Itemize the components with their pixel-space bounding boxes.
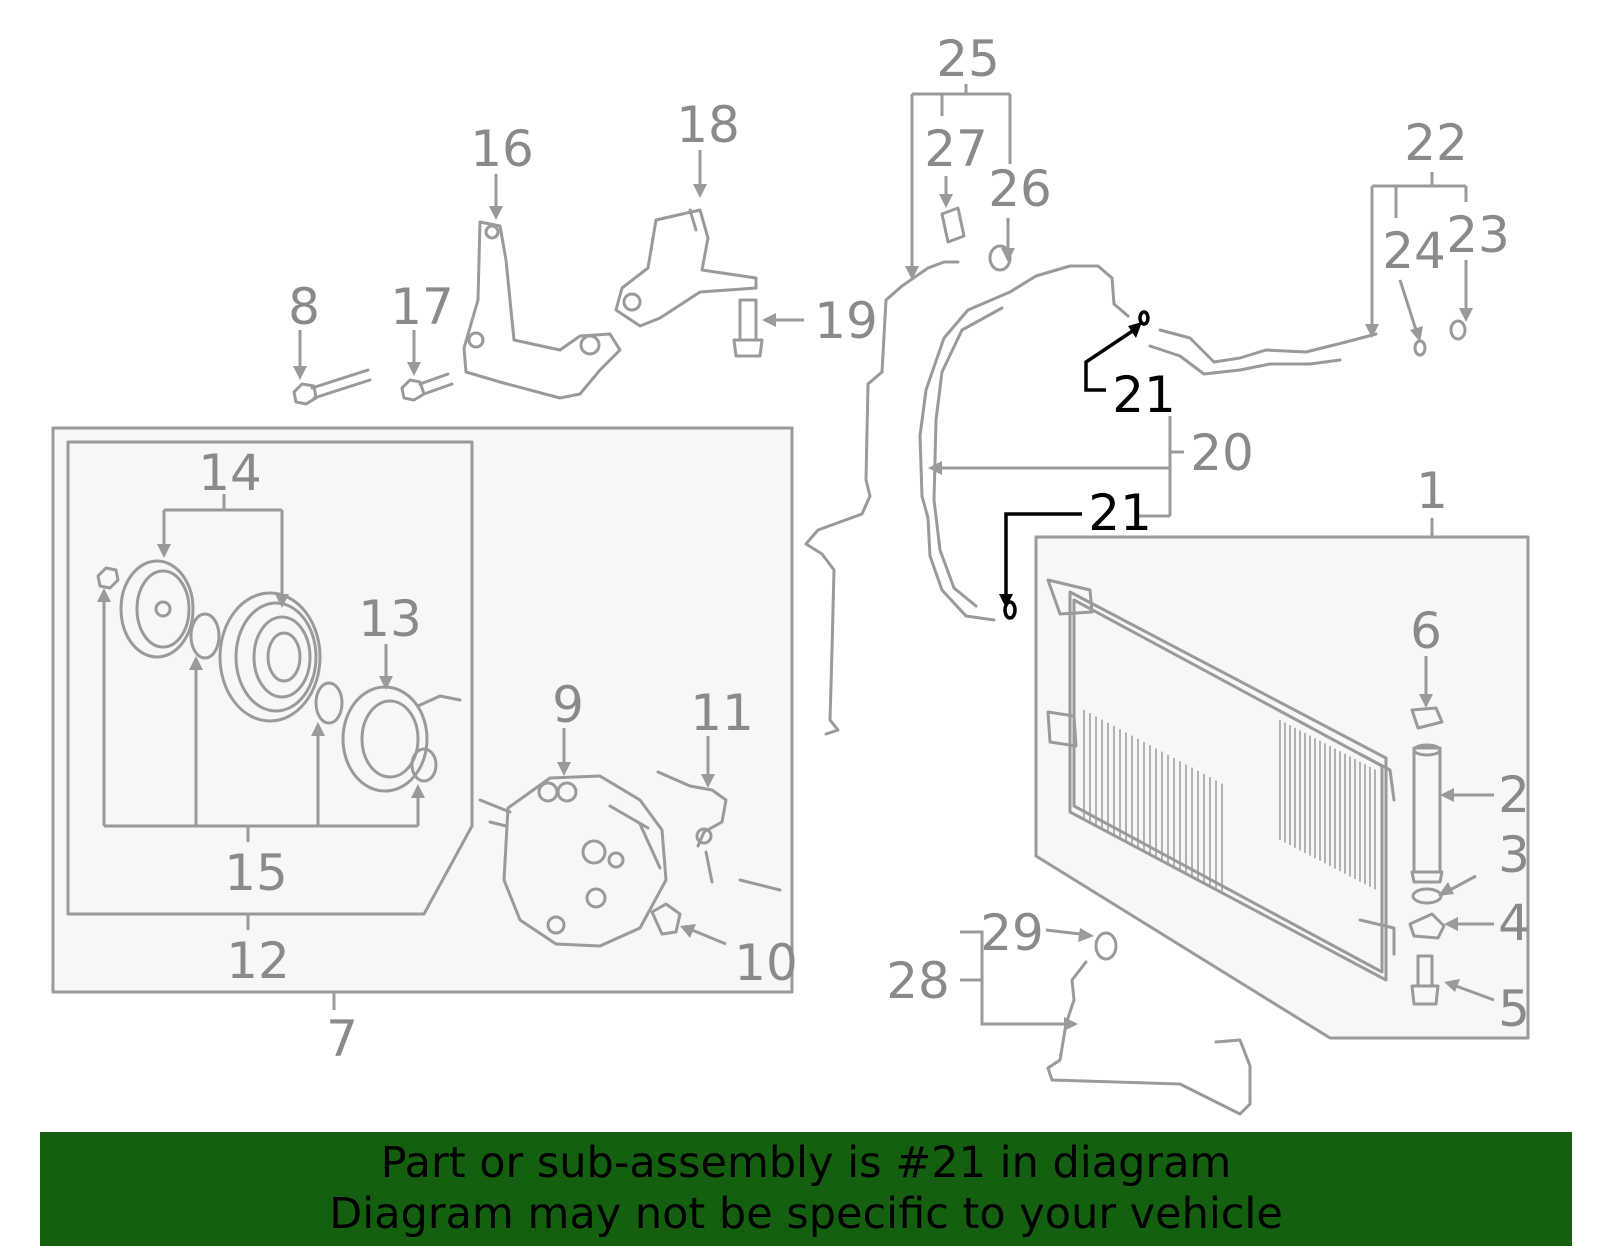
nut-part [96, 566, 120, 590]
oring-3-part [1411, 887, 1443, 905]
callout-13: 13 [358, 590, 422, 648]
shim-part [410, 747, 438, 783]
plug-5-part [1410, 954, 1440, 1006]
banner-line-2: Diagram may not be specific to your vehi… [329, 1189, 1283, 1239]
condenser-box [1034, 535, 1530, 1040]
snap-ring-part [189, 612, 221, 660]
callout-27: 27 [924, 120, 988, 178]
callout-2: 2 [1498, 766, 1530, 824]
clip-4-part [1408, 912, 1446, 940]
bracket-16-part [462, 220, 622, 400]
compressor-part [478, 774, 668, 948]
oring-29-part [1094, 931, 1118, 961]
condenser-fins [1083, 710, 1376, 894]
discharge-hose-20-part [918, 264, 1130, 622]
line-28-part [1046, 960, 1252, 1116]
snap-ring-2-part [314, 681, 344, 725]
leader-lines [97, 84, 1495, 1031]
bracket-18-part [614, 208, 758, 328]
callout-4: 4 [1498, 894, 1530, 952]
callout-8: 8 [288, 278, 320, 336]
callout-3: 3 [1498, 826, 1530, 884]
highlight-leaders [999, 322, 1142, 608]
callout-14: 14 [198, 444, 262, 502]
bolt-17-part [400, 372, 454, 402]
callout-18: 18 [676, 96, 740, 154]
callout-12: 12 [226, 932, 290, 990]
callout-23: 23 [1446, 206, 1510, 264]
callout-15: 15 [224, 844, 288, 902]
callout-24: 24 [1382, 222, 1446, 280]
clutch-assembly-box [66, 440, 474, 916]
callout-6: 6 [1410, 602, 1442, 660]
liquid-line-22-part [1158, 328, 1378, 364]
banner-line-1: Part or sub-assembly is #21 in diagram [380, 1138, 1232, 1188]
wire-harness-part [656, 770, 782, 892]
callout-25: 25 [936, 30, 1000, 88]
callout-22: 22 [1404, 114, 1468, 172]
callout-21-lower: 21 [1088, 484, 1152, 542]
oring-21a-part [1138, 310, 1150, 326]
callout-17: 17 [390, 278, 454, 336]
switch-27-part [940, 206, 966, 244]
callout-19: 19 [814, 292, 878, 350]
callout-21-upper: 21 [1112, 366, 1176, 424]
bolt-8-part [292, 368, 372, 406]
pressure-switch-part [650, 902, 682, 936]
callout-1: 1 [1416, 462, 1448, 520]
callout-26: 26 [988, 160, 1052, 218]
pulley-part [218, 591, 322, 723]
callout-7: 7 [326, 1010, 358, 1068]
receiver-drier-part [1410, 706, 1444, 884]
callout-28: 28 [886, 952, 950, 1010]
condenser-part [1046, 578, 1396, 982]
callout-29: 29 [980, 904, 1044, 962]
oring-24-part [1413, 339, 1427, 357]
callout-20: 20 [1190, 424, 1254, 482]
suction-line-25-part [804, 260, 960, 736]
callout-11: 11 [690, 684, 754, 742]
info-banner: Part or sub-assembly is #21 in diagram D… [40, 1132, 1572, 1246]
discharge-hose-20-outer [932, 306, 1004, 608]
callout-5: 5 [1498, 980, 1530, 1038]
bolt-19-part [732, 298, 764, 358]
liquid-line-22-tube2 [1148, 344, 1342, 376]
callout-10: 10 [734, 934, 798, 992]
clutch-hub-part [119, 559, 195, 659]
oring-23-part [1449, 319, 1467, 341]
callout-9: 9 [552, 676, 584, 734]
callout-16: 16 [470, 120, 534, 178]
